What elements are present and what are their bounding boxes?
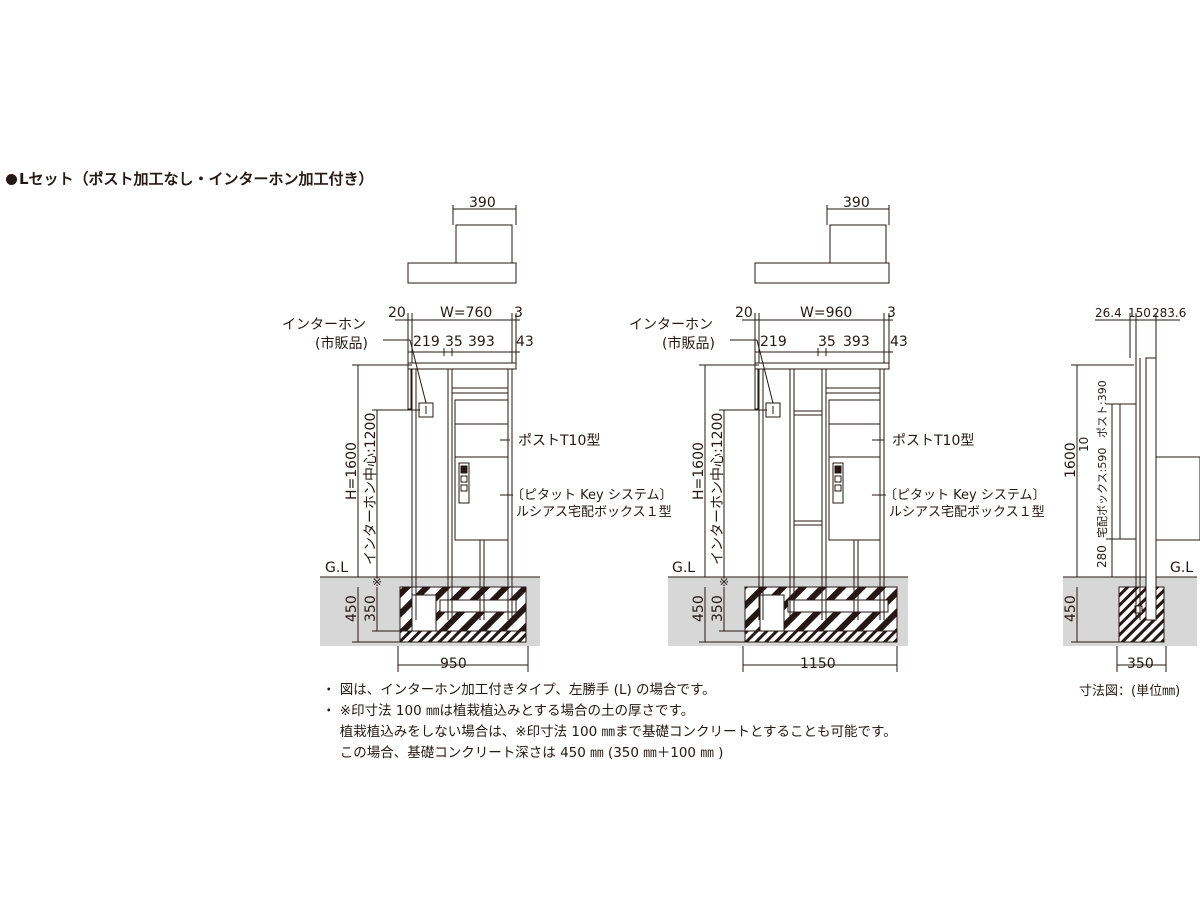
dim-219-left: 219: [413, 334, 440, 350]
note-line-2: ・ ※印寸法 100 ㎜は植栽植込みとする場合の土の厚さです。: [322, 703, 695, 719]
foundation-right: [744, 586, 898, 643]
dim-10-side: 10: [1077, 437, 1091, 452]
dim-intercom-center-right: インターホン中心:1200: [710, 413, 726, 565]
dim-350-left: 350: [363, 595, 379, 622]
note-line-1: ・ 図は、インターホン加工付きタイプ、左勝手 (L) の場合です。: [322, 682, 716, 698]
dim-width-right: W=960: [800, 305, 852, 321]
post-label-right: ポストT10型: [892, 433, 974, 449]
dim-390-right: 390: [843, 195, 870, 211]
dim-base-right: 1150: [800, 656, 836, 672]
unit-label: 寸法図：(単位㎜): [1079, 684, 1181, 699]
dim-3-right: 3: [887, 305, 896, 321]
dim-base-left: 950: [440, 656, 467, 672]
front-view-right: [668, 205, 908, 672]
plan-view-left: [407, 205, 517, 284]
plan-view-right: [754, 205, 890, 284]
intercom-label-right: インターホン: [629, 317, 713, 333]
box-label1-right: 〔ピタット Key システム〕: [884, 488, 1045, 503]
section-title-text: Lセット（ポスト加工なし・インターホン加工付き）: [19, 170, 374, 188]
dim-350-right: 350: [710, 595, 726, 622]
foundation-left: [399, 586, 527, 643]
gl-label-right: G.L: [672, 560, 695, 576]
dim-390-left: 390: [469, 195, 496, 211]
post-box-right: [828, 399, 881, 541]
dim-393-right: 393: [843, 334, 870, 350]
post-dim-side: ポスト:390: [1096, 380, 1109, 438]
section-title: Lセット（ポスト加工なし・インターホン加工付き）: [6, 168, 374, 189]
box-dim-side: 宅配ボックス:590: [1095, 448, 1109, 538]
dim-450-left: 450: [344, 595, 360, 622]
gl-label-side: G.L: [1170, 560, 1193, 576]
box-label1-left: 〔ピタット Key システム〕: [511, 488, 672, 503]
box-label2-right: ルシアス宅配ボックス１型: [889, 505, 1045, 520]
dim-283-side: 283.6: [1152, 306, 1186, 320]
dim-height-left: H=1600: [344, 442, 360, 500]
post-box-left: [454, 399, 509, 541]
dim-219-right: 219: [760, 334, 787, 350]
dim-450-right: 450: [691, 595, 707, 622]
dim-20-right: 20: [735, 305, 753, 321]
dim-43-left: 43: [516, 334, 534, 350]
dim-3-left: 3: [514, 305, 523, 321]
dim-width-left: W=760: [440, 305, 492, 321]
dim-35-left: 35: [445, 334, 463, 350]
intercom-sublabel-right: (市販品): [662, 335, 715, 352]
note-line-4: この場合、基礎コンクリート深さは 450 ㎜ (350 ㎜＋100 ㎜ ): [322, 745, 724, 761]
post-label-left: ポストT10型: [518, 433, 600, 449]
dim-43-right: 43: [890, 334, 908, 350]
side-view: [1063, 313, 1200, 672]
dim-intercom-center-left: インターホン中心:1200: [363, 413, 379, 565]
mark-right: ※: [719, 575, 729, 589]
box-label2-left: ルシアス宅配ボックス１型: [516, 505, 672, 520]
intercom-sublabel-left: (市販品): [315, 335, 368, 352]
dim-350-side: 350: [1127, 656, 1154, 672]
intercom-label-left: インターホン: [282, 317, 366, 333]
notes: ・ 図は、インターホン加工付きタイプ、左勝手 (L) の場合です。 ・ ※印寸法…: [322, 680, 897, 764]
dim-20-left: 20: [388, 305, 406, 321]
dim-280-side: 280: [1095, 545, 1109, 568]
dim-26-side: 26.4: [1095, 306, 1122, 320]
foundation-side: [1118, 586, 1165, 643]
mark-left: ※: [372, 575, 382, 589]
dim-height-right: H=1600: [691, 442, 707, 500]
note-line-3: 植栽植込みをしない場合は、※印寸法 100 ㎜まで基礎コンクリートとすることも可…: [322, 724, 897, 740]
bullet-icon: [6, 174, 17, 185]
dim-150-side: 150: [1128, 306, 1151, 320]
dim-393-left: 393: [468, 334, 495, 350]
front-view-left: [320, 205, 540, 672]
dim-450-side: 450: [1063, 595, 1079, 622]
gl-label-left: G.L: [325, 560, 348, 576]
dim-1600-side: 1600: [1063, 442, 1079, 478]
dim-35-right: 35: [818, 334, 836, 350]
